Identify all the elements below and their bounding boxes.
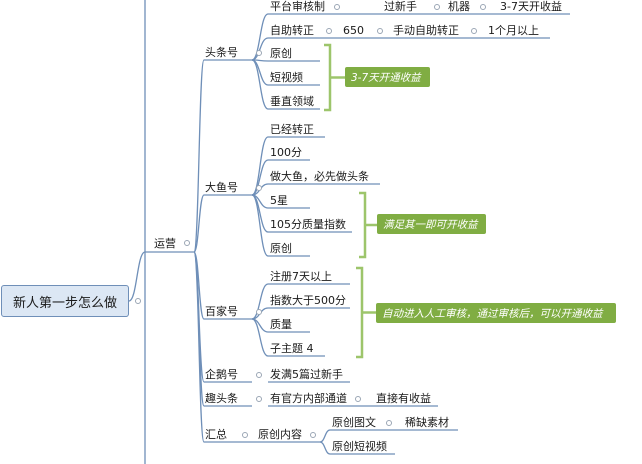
dayu-confirmed[interactable]: 已经转正: [270, 123, 314, 136]
branch-huizong[interactable]: 汇总: [205, 428, 227, 441]
dayu-quality-index[interactable]: 105分质量指数: [270, 218, 346, 231]
dayu-toutiao-first[interactable]: 做大鱼，必先做头条: [270, 170, 369, 183]
branch-baijia[interactable]: 百家号: [205, 305, 238, 318]
toutiao-child-4: [251, 59, 269, 110]
branch-qutoutiao[interactable]: 趣头条: [205, 392, 238, 405]
huizong-child-1: [319, 441, 331, 455]
dayu-original[interactable]: 原创: [270, 242, 292, 255]
dayu-child-1: [251, 159, 269, 196]
baijia-callout[interactable]: 自动进入人工审核，通过审核后，可以开通收益: [376, 303, 616, 323]
huizong-original-content[interactable]: 原创内容: [258, 428, 302, 441]
qutou-collapse-dot: [256, 396, 262, 402]
huizong-child-dot: [310, 432, 316, 438]
baijia-register-7-days[interactable]: 注册7天以上: [270, 270, 332, 283]
huizong-original-video[interactable]: 原创短视频: [332, 440, 387, 453]
toutiao-manual-promote[interactable]: 手动自助转正: [393, 24, 459, 37]
branch-toutiao[interactable]: 头条号: [205, 46, 238, 59]
dayu-5-stars[interactable]: 5星: [270, 194, 288, 207]
toutiao-vertical-field[interactable]: 垂直领域: [270, 95, 314, 108]
qie-collapse-dot: [256, 372, 262, 378]
toutiao-650[interactable]: 650: [343, 24, 364, 37]
toutiao-income-days[interactable]: 3-7天开收益: [500, 0, 562, 13]
baijia-quality[interactable]: 质量: [270, 318, 292, 331]
toutiao-dot-4: [377, 28, 383, 34]
branch-qie[interactable]: 企鹅号: [205, 368, 238, 381]
toutiao-machine[interactable]: 机器: [448, 0, 470, 13]
yunying-branch-1: [193, 194, 205, 253]
qutou-sub-dot: [355, 396, 361, 402]
qutoutiao-official-channel[interactable]: 有官方内部通道: [270, 392, 347, 405]
baijia-bracket: [356, 266, 364, 359]
branch-yunying[interactable]: 运营: [154, 237, 176, 250]
baijia-child-3: [251, 318, 269, 357]
root-collapse-dot: [135, 298, 141, 304]
baijia-child-0: [251, 283, 269, 320]
root-topic[interactable]: 新人第一步怎么做: [1, 285, 129, 317]
huizong-original-article[interactable]: 原创图文: [332, 416, 376, 429]
toutiao-child-1: [251, 37, 269, 61]
toutiao-callout[interactable]: 3-7天开通收益: [345, 67, 430, 87]
toutiao-child-0: [251, 13, 269, 61]
qutoutiao-direct-income[interactable]: 直接有收益: [376, 392, 431, 405]
toutiao-bracket: [324, 43, 332, 112]
qie-five-posts[interactable]: 发满5篇过新手: [270, 368, 343, 381]
dayu-callout[interactable]: 满足其一即可开收益: [377, 214, 486, 234]
yunying-collapse-dot: [184, 240, 190, 246]
toutiao-pass-newbie[interactable]: 过新手: [384, 0, 417, 13]
toutiao-dot-1: [434, 4, 440, 10]
toutiao-dot-0: [334, 4, 340, 10]
dayu-100-points[interactable]: 100分: [270, 146, 302, 159]
yunying-branch-0: [193, 59, 205, 253]
huizong-child-0: [319, 429, 331, 443]
toutiao-short-video[interactable]: 短视频: [270, 71, 303, 84]
yunying-branch-5: [193, 251, 205, 443]
dayu-collapse-dot: [256, 185, 262, 191]
toutiao-dot-5: [471, 28, 477, 34]
toutiao-dot-3: [326, 28, 332, 34]
baijia-index-500[interactable]: 指数大于500分: [270, 294, 346, 307]
baijia-collapse-dot: [256, 309, 262, 315]
huizong-scarce-material[interactable]: 稀缺素材: [405, 416, 449, 429]
toutiao-original[interactable]: 原创: [270, 47, 292, 60]
toutiao-self-promote[interactable]: 自助转正: [270, 24, 314, 37]
root-to-trunk: [128, 251, 146, 302]
huizong-collapse-dot: [242, 432, 248, 438]
toutiao-one-month[interactable]: 1个月以上: [488, 24, 539, 37]
dayu-child-5: [251, 194, 269, 257]
toutiao-collapse-dot: [256, 50, 262, 56]
toutiao-dot-2: [480, 4, 486, 10]
branch-dayu[interactable]: 大鱼号: [205, 181, 238, 194]
huizong-item-dot: [386, 420, 392, 426]
baijia-subtopic[interactable]: 子主题 4: [270, 342, 314, 355]
toutiao-platform-review[interactable]: 平台审核制: [270, 0, 325, 13]
dayu-bracket: [359, 191, 367, 259]
